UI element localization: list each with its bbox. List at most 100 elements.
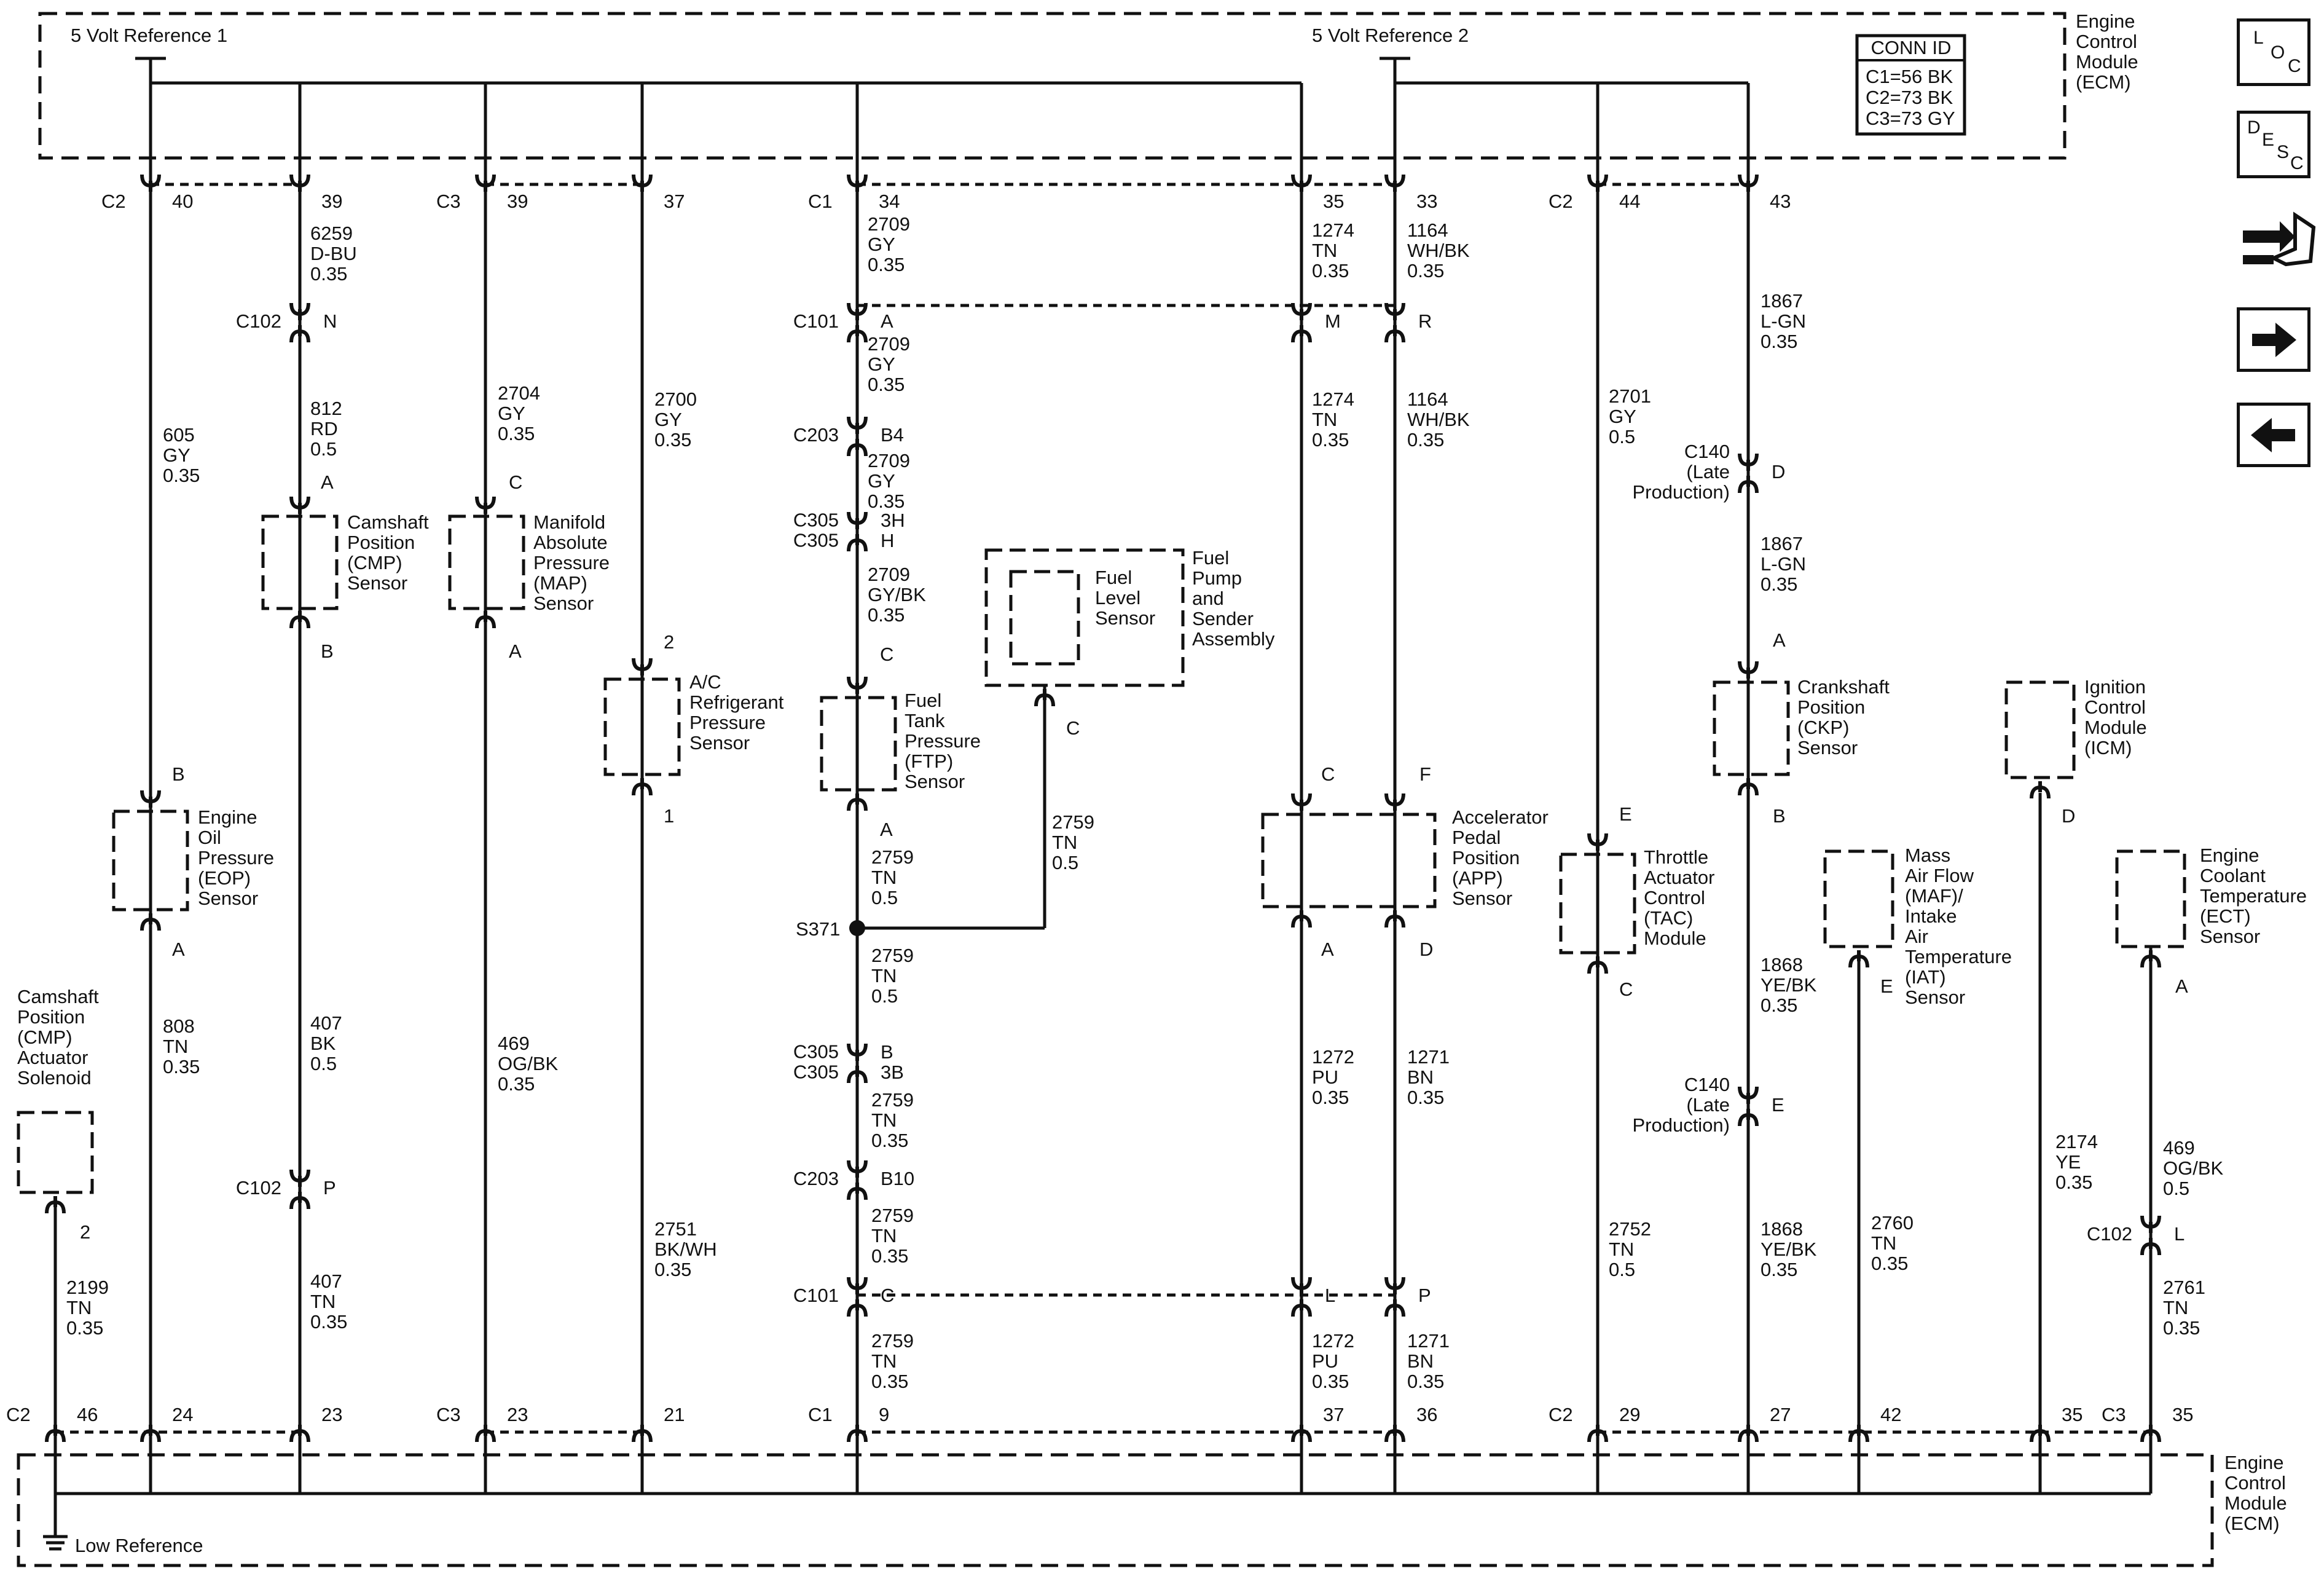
ecm-top-pin: [632, 174, 653, 192]
tac-module-box: [1559, 853, 1636, 955]
component-terminal: [1587, 956, 1608, 974]
c305-3h-receptacle: [847, 534, 868, 552]
component-terminal: [1848, 950, 1869, 968]
component-terminal: [1291, 793, 1312, 811]
ecm-bottom-pin-number: 35: [2172, 1404, 2193, 1425]
conn-id-header: CONN ID: [1871, 37, 1952, 58]
maf-iat-box: [1823, 849, 1894, 948]
c101-a-connector: C101: [793, 310, 839, 332]
ecm-bottom-pin: [1384, 1425, 1405, 1443]
app-pin-f: F: [1419, 763, 1431, 785]
ecm-bottom-pin-number: 35: [2062, 1404, 2083, 1425]
ecm-bottom-pin: [140, 1425, 161, 1443]
component-terminal: [1384, 910, 1405, 928]
loc-l: L: [2253, 28, 2264, 48]
ecm-top-pin: [1587, 174, 1608, 192]
c102-l-receptacle: [2140, 1238, 2161, 1256]
ecm-bottom-pin: [1848, 1425, 1869, 1443]
c101-l-plug: [1291, 1277, 1312, 1294]
ecm-top-pin: [1291, 174, 1312, 192]
ecm-bottom-connector-id: C3: [436, 1404, 461, 1425]
c101-a-receptacle: [847, 325, 868, 343]
fuel-pump-box: [984, 548, 1185, 687]
component-terminal: [140, 913, 161, 931]
ecm-top-pin: [1384, 174, 1405, 192]
loc-o: O: [2271, 42, 2285, 63]
ecm-bottom-pin-number: 21: [664, 1404, 685, 1425]
component-terminal: [289, 611, 310, 629]
c102-p-pin: P: [323, 1177, 336, 1199]
c102-l-pin: L: [2174, 1223, 2185, 1245]
ecm-bottom-pin-number: 9: [879, 1404, 889, 1425]
component-terminal: [1291, 910, 1312, 928]
component-terminal: [1738, 661, 1759, 679]
c102-l-connector: C102: [2087, 1223, 2132, 1245]
ecm-top-pin-number: 44: [1619, 191, 1640, 212]
eop-sensor-box: [112, 809, 189, 912]
c203-b10-receptacle: [847, 1183, 868, 1200]
tac-pin-bot: C: [1619, 979, 1633, 1000]
component-terminal: [1587, 833, 1608, 851]
c203-b10-connector: C203: [793, 1168, 839, 1189]
fuel-level-box: [1009, 570, 1080, 666]
ecm-bottom-pin-number: 36: [1416, 1404, 1437, 1425]
ecm-bottom-connector-id: C3: [2102, 1404, 2126, 1425]
ref2-label: 5 Volt Reference 2: [1312, 25, 1469, 46]
component-terminal: [847, 676, 868, 694]
component-terminal: [1384, 793, 1405, 811]
c101-a-plug: [847, 302, 868, 320]
ecm-top-pin-number: 34: [879, 191, 900, 212]
location-button[interactable]: L O C: [2237, 18, 2310, 86]
icm-pin: D: [2062, 805, 2075, 827]
ecm-bottom-connector-id: C2: [1549, 1404, 1573, 1425]
component-terminal: [1034, 689, 1055, 707]
c102-n-receptacle: [289, 325, 310, 343]
ecm-bottom-pin: [2030, 1425, 2051, 1443]
app-pin-c: C: [1321, 763, 1335, 785]
component-terminal: [289, 496, 310, 514]
desc-d: D: [2247, 117, 2261, 138]
description-button[interactable]: D E S C: [2237, 111, 2310, 178]
ecm-top-pin-number: 40: [172, 191, 193, 212]
tac-pin-top: E: [1619, 803, 1632, 825]
component-terminal: [140, 790, 161, 808]
c101-c-pin: C: [881, 1285, 894, 1306]
next-button[interactable]: [2237, 307, 2310, 372]
tools-button[interactable]: [2237, 203, 2317, 277]
map-pin-bot: A: [509, 640, 522, 662]
c101-l-pin: L: [1325, 1285, 1335, 1306]
ckp-pin-top: A: [1773, 629, 1786, 651]
cmp_act-pin: 2: [80, 1221, 90, 1243]
previous-button[interactable]: [2237, 403, 2310, 467]
cmp-sensor-box: [261, 514, 339, 610]
ecm-top-pin-number: 39: [321, 191, 342, 212]
